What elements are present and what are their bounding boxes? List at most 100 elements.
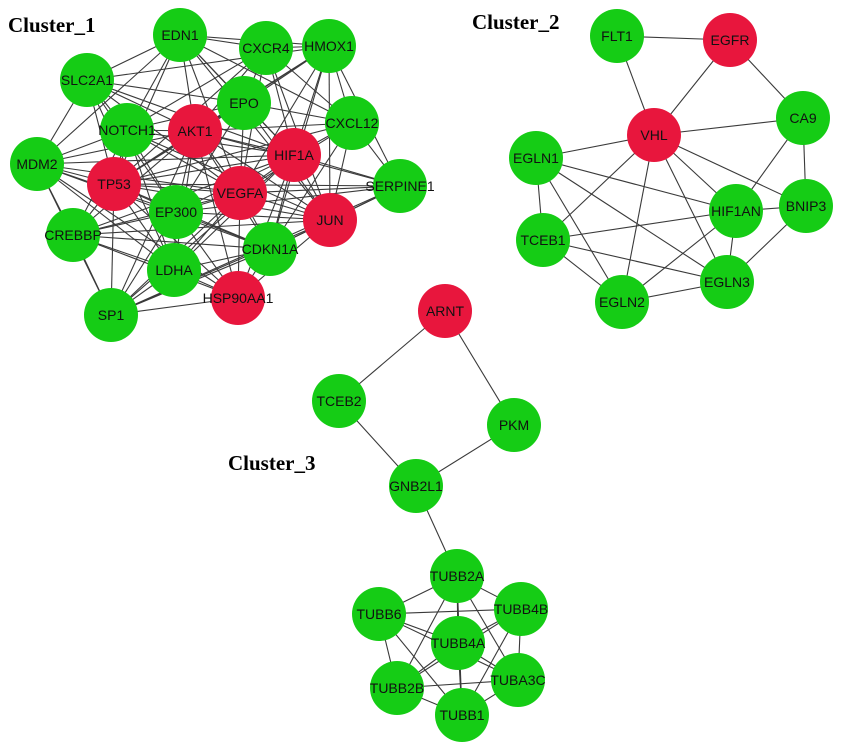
node-notch1[interactable]: NOTCH1 — [98, 103, 156, 157]
node-circle-cxcl12 — [325, 96, 379, 150]
node-label-egln3: EGLN3 — [704, 274, 750, 290]
node-tubb2b[interactable]: TUBB2B — [370, 661, 424, 715]
node-label-tubb2b: TUBB2B — [370, 680, 424, 696]
node-hif1a[interactable]: HIF1A — [267, 128, 321, 182]
node-mdm2[interactable]: MDM2 — [10, 137, 64, 191]
node-ldha[interactable]: LDHA — [147, 243, 201, 297]
node-edn1[interactable]: EDN1 — [153, 8, 207, 62]
node-label-vhl: VHL — [640, 127, 667, 143]
edge-tceb1-egln3 — [542, 239, 728, 283]
node-egfr[interactable]: EGFR — [703, 13, 757, 67]
node-circle-tubb4a — [431, 616, 485, 670]
node-jun[interactable]: JUN — [303, 193, 357, 247]
node-egln2[interactable]: EGLN2 — [595, 275, 649, 329]
node-circle-cdkn1a — [243, 222, 297, 276]
node-circle-slc2a1 — [60, 53, 114, 107]
node-cxcl12[interactable]: CXCL12 — [325, 96, 379, 150]
node-ep300[interactable]: EP300 — [149, 185, 203, 239]
node-pkm[interactable]: PKM — [487, 398, 541, 452]
node-circle-flt1 — [590, 9, 644, 63]
node-slc2a1[interactable]: SLC2A1 — [60, 53, 114, 107]
node-tubb1[interactable]: TUBB1 — [435, 688, 489, 742]
edge-hif1a-mdm2 — [36, 154, 295, 165]
node-circle-crebbp — [46, 208, 100, 262]
node-hmox1[interactable]: HMOX1 — [302, 19, 356, 73]
node-label-notch1: NOTCH1 — [98, 122, 156, 138]
cluster-2-title: Cluster_2 — [472, 10, 560, 34]
node-bnip3[interactable]: BNIP3 — [779, 179, 833, 233]
node-sp1[interactable]: SP1 — [84, 288, 138, 342]
node-circle-bnip3 — [779, 179, 833, 233]
node-vhl[interactable]: VHL — [627, 108, 681, 162]
edge-hif1an-tceb1 — [542, 210, 737, 241]
node-label-hsp90aa1: HSP90AA1 — [203, 290, 274, 306]
node-label-ldha: LDHA — [155, 262, 193, 278]
node-circle-tubb2b — [370, 661, 424, 715]
node-circle-tubb1 — [435, 688, 489, 742]
node-label-arnt: ARNT — [426, 303, 465, 319]
node-circle-tubb4b — [494, 582, 548, 636]
node-circle-egln1 — [509, 131, 563, 185]
node-tceb1[interactable]: TCEB1 — [516, 213, 570, 267]
node-label-serpine1: SERPINE1 — [365, 178, 434, 194]
edge-jun-crebbp — [72, 219, 331, 236]
node-tceb2[interactable]: TCEB2 — [312, 374, 366, 428]
node-akt1[interactable]: AKT1 — [168, 104, 222, 158]
node-cxcr4[interactable]: CXCR4 — [239, 21, 293, 75]
node-label-gnb2l1: GNB2L1 — [389, 478, 443, 494]
node-circle-epo — [217, 76, 271, 130]
node-arnt[interactable]: ARNT — [418, 284, 472, 338]
node-label-tp53: TP53 — [97, 176, 131, 192]
node-circle-tceb1 — [516, 213, 570, 267]
node-flt1[interactable]: FLT1 — [590, 9, 644, 63]
node-hif1an[interactable]: HIF1AN — [709, 184, 763, 238]
edge-serpine1-ep300 — [175, 185, 401, 213]
edge-hmox1-vegfa — [239, 45, 330, 194]
node-circle-egfr — [703, 13, 757, 67]
node-label-tuba3c: TUBA3C — [490, 672, 545, 688]
node-cdkn1a[interactable]: CDKN1A — [242, 222, 299, 276]
edge-edn1-tp53 — [113, 34, 181, 185]
node-tuba3c[interactable]: TUBA3C — [490, 653, 546, 707]
node-label-edn1: EDN1 — [161, 27, 199, 43]
node-circle-egln2 — [595, 275, 649, 329]
node-gnb2l1[interactable]: GNB2L1 — [389, 459, 443, 513]
node-label-tubb4a: TUBB4A — [431, 635, 486, 651]
node-label-mdm2: MDM2 — [16, 156, 57, 172]
node-tp53[interactable]: TP53 — [87, 157, 141, 211]
node-epo[interactable]: EPO — [217, 76, 271, 130]
node-circle-pkm — [487, 398, 541, 452]
node-tubb6[interactable]: TUBB6 — [352, 587, 406, 641]
node-circle-notch1 — [100, 103, 154, 157]
node-tubb4a[interactable]: TUBB4A — [431, 616, 486, 670]
node-circle-sp1 — [84, 288, 138, 342]
node-circle-egln3 — [700, 255, 754, 309]
node-label-bnip3: BNIP3 — [786, 198, 827, 214]
edge-vhl-egln2 — [621, 134, 655, 303]
edge-egln1-egln2 — [535, 157, 623, 303]
node-circle-edn1 — [153, 8, 207, 62]
node-vegfa[interactable]: VEGFA — [213, 166, 267, 220]
node-label-flt1: FLT1 — [601, 28, 633, 44]
node-label-egfr: EGFR — [711, 32, 750, 48]
cluster-3-title: Cluster_3 — [228, 451, 316, 475]
node-circle-hmox1 — [302, 19, 356, 73]
cluster-1-title: Cluster_1 — [8, 13, 96, 37]
node-egln1[interactable]: EGLN1 — [509, 131, 563, 185]
node-tubb2a[interactable]: TUBB2A — [430, 549, 485, 603]
node-circle-cxcr4 — [239, 21, 293, 75]
node-ca9[interactable]: CA9 — [776, 91, 830, 145]
node-tubb4b[interactable]: TUBB4B — [494, 582, 548, 636]
edge-vhl-bnip3 — [653, 134, 807, 207]
node-circle-serpine1 — [373, 159, 427, 213]
edge-edn1-cxcl12 — [179, 34, 353, 124]
node-hsp90aa1[interactable]: HSP90AA1 — [203, 271, 274, 325]
node-egln3[interactable]: EGLN3 — [700, 255, 754, 309]
node-label-tubb1: TUBB1 — [439, 707, 484, 723]
node-crebbp[interactable]: CREBBP — [44, 208, 102, 262]
node-label-cdkn1a: CDKN1A — [242, 241, 299, 257]
node-label-ep300: EP300 — [155, 204, 197, 220]
node-serpine1[interactable]: SERPINE1 — [365, 159, 435, 213]
